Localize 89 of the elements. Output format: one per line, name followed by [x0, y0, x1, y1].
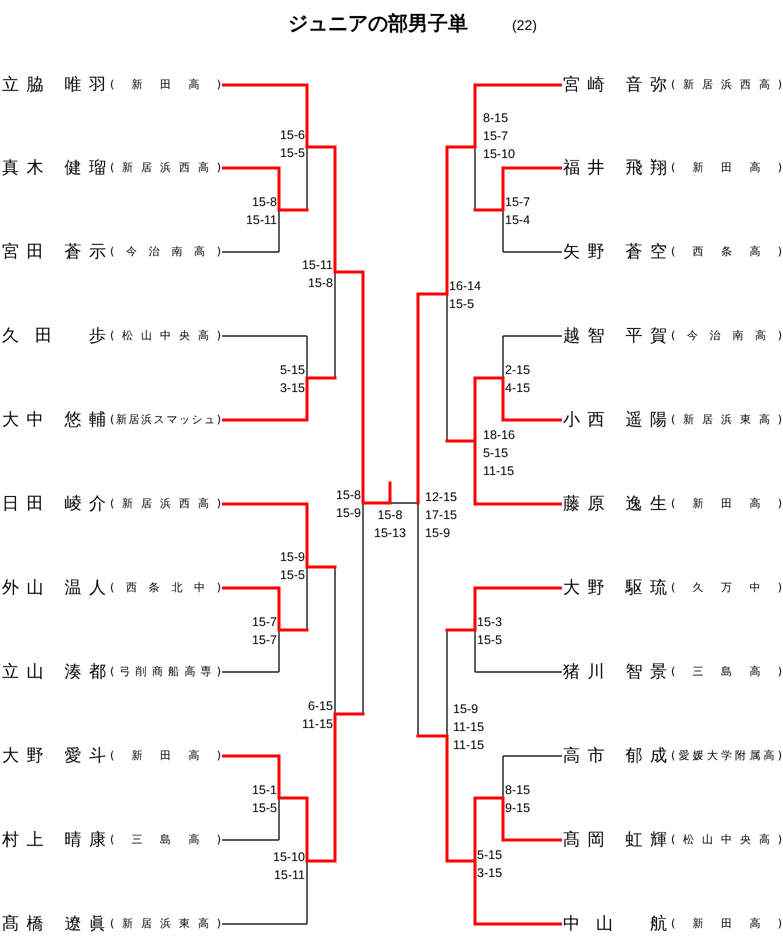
school-name: (新田高) [671, 916, 782, 930]
bracket-line [222, 671, 279, 673]
school-name: (新田高) [110, 748, 221, 762]
match-score: 15-7 15-7 [250, 614, 277, 649]
title: ジュニアの部男子単 [288, 10, 468, 37]
player-name: 中山 航 [563, 912, 667, 934]
match-score: 8-15 15-7 15-10 [483, 110, 516, 163]
bracket-line [475, 84, 562, 86]
match-score: 12-15 17-15 15-9 [425, 489, 458, 542]
match-score: 6-15 11-15 [300, 698, 333, 733]
school-name: (新田高) [671, 160, 782, 174]
school-name: (新居浜スマッシュ) [110, 412, 221, 426]
match-score: 18-16 5-15 11-15 [483, 427, 516, 480]
player-name: 宮崎 音弥 [563, 74, 667, 96]
player-name: 立脇 唯羽 [2, 74, 106, 96]
match-score: 2-15 4-15 [505, 362, 532, 397]
school-name: (西条高) [671, 244, 782, 258]
player-name: 小西 遥陽 [563, 408, 667, 430]
match-score: 16-14 15-5 [449, 278, 482, 313]
bracket-line [222, 923, 307, 925]
bracket-line [222, 502, 307, 506]
player-name: 大野 駆琉 [563, 576, 667, 598]
match-score: 5-15 3-15 [477, 847, 504, 882]
school-name: (新居浜西高) [110, 160, 221, 174]
player-name: 高市 郁成 [563, 744, 667, 766]
match-score: 15-8 15-11 [244, 194, 277, 229]
bracket-line [222, 335, 307, 337]
bracket-line [222, 839, 279, 841]
match-score: 15-8 15-13 [373, 507, 407, 542]
bracket-line [503, 251, 562, 253]
match-score: 5-15 3-15 [278, 362, 305, 397]
school-name: (新居浜西高) [671, 76, 782, 92]
school-name: (西条北中) [110, 580, 221, 594]
match-score: 15-9 11-15 11-15 [453, 701, 486, 754]
bracket-line [222, 84, 307, 86]
bracket-line [503, 418, 562, 422]
school-name: (愛媛大学附属高) [671, 748, 782, 762]
match-score: 15-11 15-8 [300, 257, 333, 292]
school-name: (三島高) [110, 832, 221, 846]
school-name: (松山中央高) [671, 832, 782, 846]
bracket-line [475, 502, 562, 506]
match-score: 15-9 15-5 [278, 549, 305, 584]
player-name: 日田 崚介 [2, 492, 106, 514]
school-name: (松山中央高) [110, 328, 221, 342]
player-name: 福井 飛翔 [563, 156, 667, 178]
bracket-line [222, 251, 279, 253]
bracket-line [475, 671, 562, 673]
match-score: 15-8 15-9 [334, 487, 361, 522]
school-name: (新田高) [110, 76, 221, 92]
player-name: 藤原 逸生 [563, 492, 667, 514]
match-score: 15-10 15-11 [272, 849, 305, 884]
bracket-line [222, 586, 279, 590]
match-score: 15-7 15-4 [505, 194, 532, 229]
bracket-line [503, 335, 562, 337]
bracket-line [503, 755, 562, 757]
player-name: 村上 晴康 [2, 828, 106, 850]
school-name: (新居浜東高) [671, 412, 782, 426]
player-name: 大野 愛斗 [2, 744, 106, 766]
school-name: (新居浜東高) [110, 916, 221, 930]
player-name: 立山 湊都 [2, 660, 106, 682]
school-name: (新居浜西高) [110, 496, 221, 510]
bracket-line [475, 586, 562, 590]
player-name: 真木 健瑠 [2, 156, 106, 178]
player-name: 大中 悠輔 [2, 408, 106, 430]
match-score: 15-1 15-5 [250, 782, 277, 817]
school-name: (今治南高) [110, 244, 221, 258]
player-name: 越智 平賀 [563, 324, 667, 346]
school-name: (三島高) [671, 664, 782, 678]
match-score: 15-6 15-5 [278, 127, 305, 162]
player-name: 猪川 智景 [563, 660, 667, 682]
school-name: (新田高) [671, 496, 782, 510]
player-name: 髙橋 遼眞 [2, 912, 106, 934]
match-score: 15-3 15-5 [477, 614, 504, 649]
entry-count: (22) [512, 16, 537, 35]
match-score: 8-15 9-15 [505, 782, 532, 817]
player-name: 久田 歩 [2, 324, 106, 346]
school-name: (今治南高) [671, 328, 782, 342]
player-name: 髙岡 虹輝 [563, 828, 667, 850]
bracket-line [222, 418, 307, 422]
bracket-line [222, 166, 279, 170]
player-name: 宮田 蒼示 [2, 240, 106, 262]
player-name: 矢野 蒼空 [563, 240, 667, 262]
bracket-line [222, 754, 279, 758]
school-name: (弓削商船高専) [110, 664, 221, 678]
bracket-line [503, 166, 562, 170]
bracket-line [475, 922, 562, 926]
player-name: 外山 温人 [2, 576, 106, 598]
bracket-line [503, 838, 562, 842]
school-name: (久万中) [671, 580, 782, 594]
